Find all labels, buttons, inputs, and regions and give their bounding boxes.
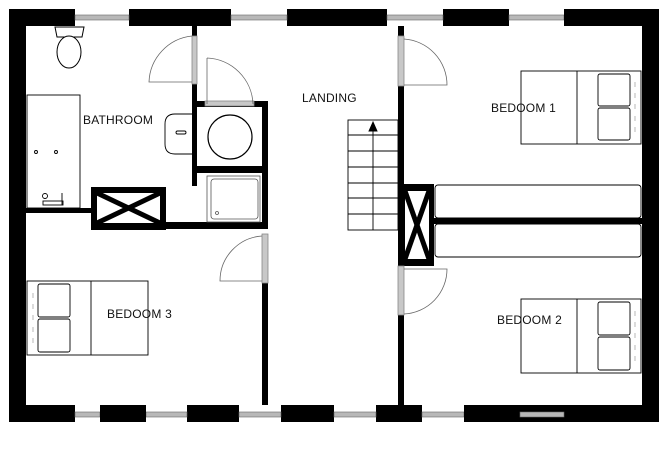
double-bed-icon xyxy=(26,280,149,356)
outer-walls-right xyxy=(100,9,659,422)
cupboard-cross-icon xyxy=(95,190,162,226)
cupboard-cross-icon xyxy=(402,190,432,260)
bathtub-icon xyxy=(26,94,81,209)
wardrobe-icon xyxy=(434,184,642,258)
stairs-icon xyxy=(347,119,399,231)
room-label-bedroom-2: BEDOOM 2 xyxy=(497,313,562,327)
room-label-bedroom-3: BEDOOM 3 xyxy=(107,307,172,321)
windows-extra xyxy=(519,411,565,418)
double-bed-icon xyxy=(520,70,642,145)
room-label-bathroom: BATHROOM xyxy=(83,113,154,127)
room-label-landing: LANDING xyxy=(302,91,357,105)
room-label-bedroom-1: BEDOOM 1 xyxy=(491,101,556,115)
double-bed-icon xyxy=(520,298,642,374)
arrow-up-icon xyxy=(368,120,378,132)
sink-icon xyxy=(164,113,192,155)
doors xyxy=(148,35,448,316)
shower-tray-icon xyxy=(206,175,261,223)
toilet-icon xyxy=(54,26,85,69)
cylinder-icon xyxy=(207,114,253,160)
